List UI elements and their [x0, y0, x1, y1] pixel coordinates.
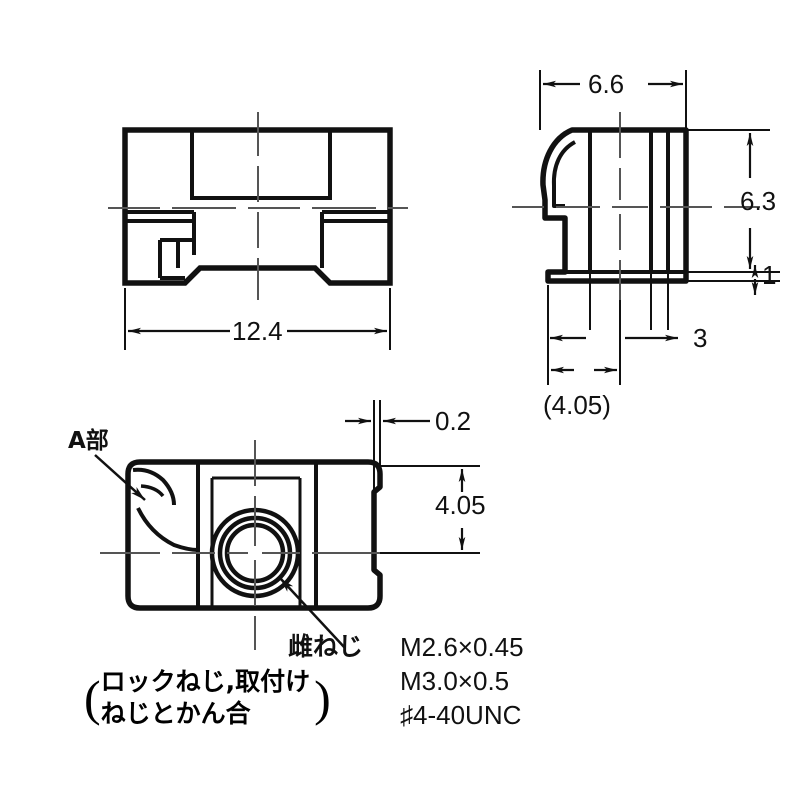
side-view-pitch-dimension [550, 272, 678, 342]
note-lines: ロックねじ,取付け ねじとかん合 [101, 666, 311, 730]
thread-spec-1: M2.6×0.45 [400, 632, 524, 662]
note-line-1: ロックねじ,取付け [100, 667, 311, 696]
side-view-reference-dimension [547, 285, 621, 385]
note-close-paren: ) [314, 670, 331, 726]
note-line-2: ねじとかん合 [100, 699, 251, 728]
thread-spec-2: M3.0×0.5 [400, 666, 510, 696]
side-pitch-dimension-label: 3 [693, 323, 708, 353]
thread-type-label: 雌ねじ [288, 632, 364, 661]
thread-mating-note: ( ロックねじ,取付け ねじとかん合 ) [84, 666, 331, 730]
side-height-dimension-label: 6.3 [740, 186, 777, 216]
side-view-geometry [512, 112, 760, 300]
side-depth-dimension-label: 6.6 [588, 69, 625, 99]
side-view-height-dimension [686, 129, 780, 295]
note-open-paren: ( [84, 670, 101, 726]
front-view-width-dimension [124, 288, 391, 350]
bottom-view-rib-dimension [345, 400, 430, 492]
bottom-view-geometry [94, 440, 470, 650]
side-reference-dimension-label: (4.05) [543, 390, 611, 420]
bottom-rib-dimension-label: 0.2 [435, 406, 472, 436]
front-view-geometry [108, 112, 408, 300]
thread-spec-3: ♯4-40UNC [400, 700, 522, 730]
side-view-depth-dimension [539, 70, 687, 130]
front-width-dimension-label: 12.4 [232, 316, 283, 346]
side-lip-dimension-label: 1 [762, 260, 777, 290]
detail-a-callout-label: A部 [68, 428, 109, 454]
bottom-offset-dimension-label: 4.05 [435, 490, 486, 520]
bottom-view-offset-dimension [380, 465, 480, 554]
